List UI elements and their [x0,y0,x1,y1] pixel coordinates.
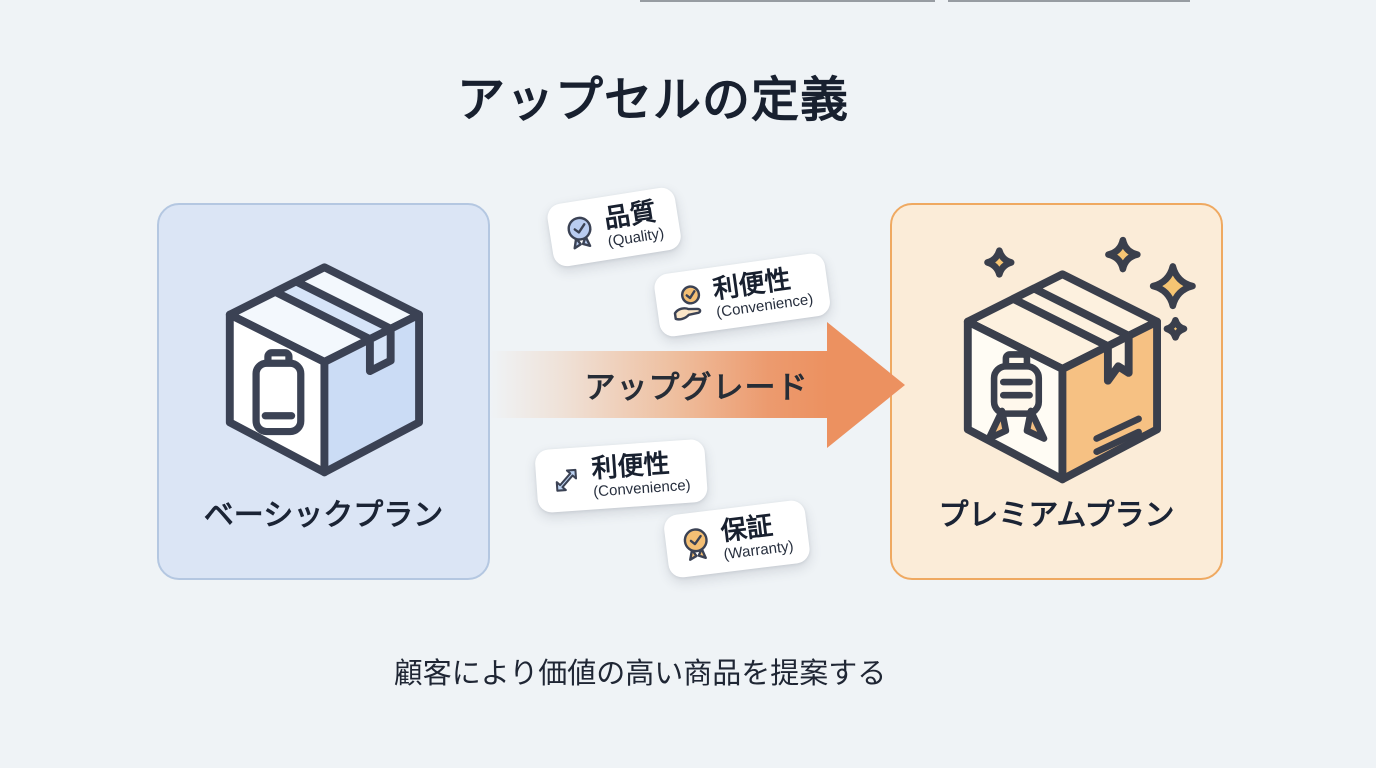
convenience-badge-top: 利便性 (Convenience) [652,251,832,339]
warranty-badge: 保証 (Warranty) [662,499,812,579]
slide-caption: 顧客により価値の高い商品を提案する [393,658,887,690]
upgrade-arrow-body [490,351,828,418]
medal-ribbon-orange-icon [683,527,708,561]
top-edge-artifact [948,0,1190,2]
premium-box-icon [963,236,1196,484]
hand-check-icon [673,284,702,321]
upgrade-arrow-label: アップグレード [584,370,809,405]
basic-plan-label: ベーシックプラン [203,499,444,532]
premium-plan-panel: プレミアムプラン [890,203,1223,580]
basic-plan-panel: ベーシックプラン [157,203,490,580]
quality-badge: 品質 (Quality) [545,185,683,269]
page-title: アップセルの定義 [456,74,849,127]
top-edge-artifact [640,0,935,2]
sparkles-icon [984,236,1196,341]
expand-arrows-icon [555,468,577,492]
convenience-badge-bottom: 利便性 (Convenience) [534,438,708,514]
premium-plan-label: プレミアムプラン [938,499,1175,532]
upgrade-arrow-head [827,322,905,448]
medal-ribbon-blue-icon [567,216,592,250]
basic-box-icon [225,263,423,477]
